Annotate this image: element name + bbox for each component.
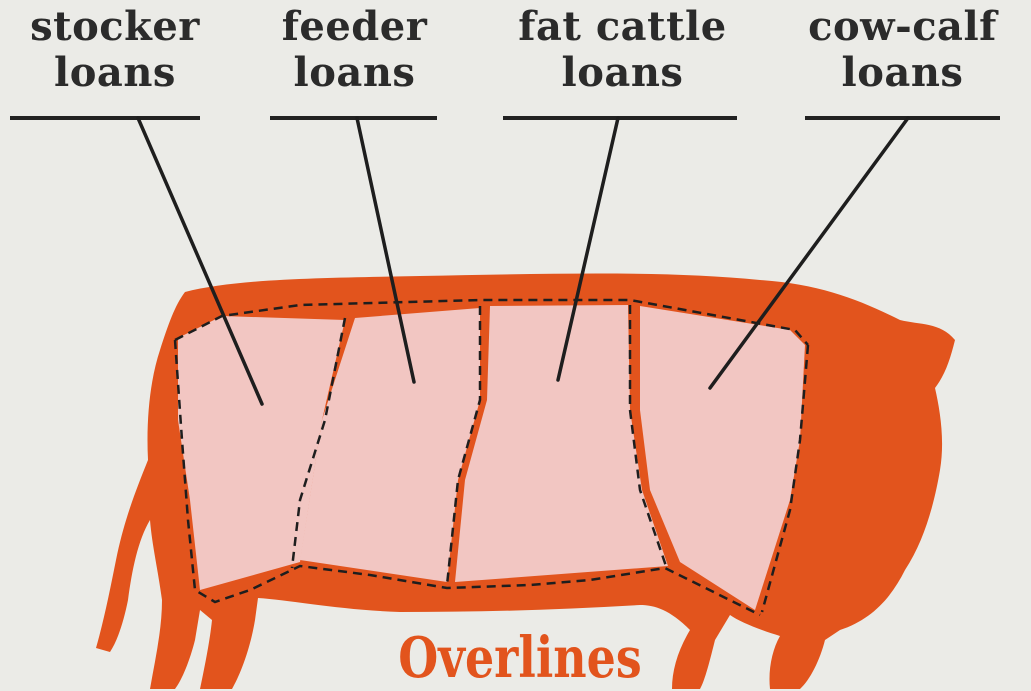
label-stocker-line2: loans [20,50,210,96]
label-stocker-line1: stocker [20,4,210,50]
label-fat-cattle-line2: loans [500,50,745,96]
page-title: Overlines [372,628,667,688]
label-feeder-line1: feeder [262,4,447,50]
label-fat-cattle-loans: fat cattle loans [500,4,745,96]
label-fat-cattle-line1: fat cattle [500,4,745,50]
label-cow-calf-line1: cow-calf [800,4,1005,50]
label-cow-calf-loans: cow-calf loans [800,4,1005,96]
label-feeder-loans: feeder loans [262,4,447,96]
label-feeder-line2: loans [262,50,447,96]
label-stocker-loans: stocker loans [20,4,210,96]
label-cow-calf-line2: loans [800,50,1005,96]
